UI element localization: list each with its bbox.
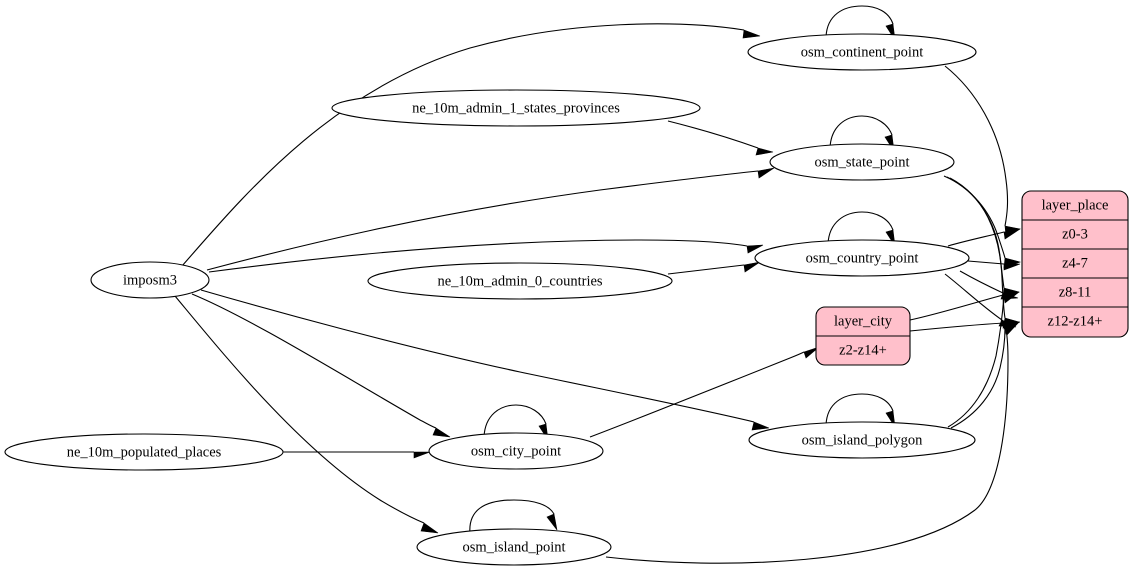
edge-imposm3-to-osm_state_point bbox=[206, 167, 775, 271]
edge-ne_countries-to-osm_country_point bbox=[667, 261, 761, 275]
node-ne_10m_admin_1_states_provinces[interactable]: ne_10m_admin_1_states_provinces bbox=[331, 89, 701, 127]
self-loop-osm_island_point bbox=[469, 499, 558, 535]
edge-layer bbox=[174, 5, 1021, 564]
node-ne_10m_populated_places[interactable]: ne_10m_populated_places bbox=[4, 433, 284, 471]
node-ne_10m_admin_0_countries[interactable]: ne_10m_admin_0_countries bbox=[367, 262, 673, 300]
node-osm_state_point[interactable]: osm_state_point bbox=[769, 143, 955, 181]
node-osm_island_point[interactable]: osm_island_point bbox=[416, 528, 612, 566]
edge-layer_city-to-layer_place-z12-z14 bbox=[909, 321, 1021, 332]
node-imposm3[interactable]: imposm3 bbox=[90, 261, 210, 299]
edge-osm_country_point-to-layer_place-z0-3 bbox=[947, 228, 1021, 247]
edge-osm_island_polygon-to-layer_place-z12-z14 bbox=[950, 321, 1020, 429]
edge-layer_city-to-layer_place-z8-11 bbox=[909, 291, 1020, 321]
node-osm_island_polygon[interactable]: osm_island_polygon bbox=[748, 421, 976, 459]
edge-imposm3-to-osm_island_point bbox=[174, 295, 439, 534]
node-layer: imposm3 ne_10m_admin_1_states_provinces … bbox=[4, 33, 1129, 566]
record-node-layer_city[interactable]: layer_city z2-z14+ bbox=[815, 306, 911, 366]
record-node-layer_place[interactable]: layer_place z0-3 z4-7 z8-11 z12-z14+ bbox=[1021, 190, 1129, 338]
edge-osm_country_point-to-layer_place-z4-7 bbox=[967, 260, 1021, 271]
edge-imposm3-to-osm_country_point bbox=[208, 239, 764, 273]
node-osm_country_point[interactable]: osm_country_point bbox=[754, 239, 970, 277]
edge-ne_populated-to-osm_city_point bbox=[283, 451, 431, 459]
edge-osm_city_point-to-layer_city bbox=[589, 346, 820, 438]
node-osm_continent_point[interactable]: osm_continent_point bbox=[747, 33, 977, 71]
edge-imposm3-to-osm_continent_point bbox=[181, 23, 761, 267]
edge-imposm3-to-osm_island_polygon bbox=[200, 289, 770, 431]
edge-imposm3-to-osm_city_point bbox=[191, 293, 451, 438]
edge-ne_states-to-osm_state_point bbox=[667, 120, 774, 156]
edge-osm_continent_point-to-layer_place-z0-3 bbox=[944, 65, 1021, 237]
node-osm_city_point[interactable]: osm_city_point bbox=[428, 432, 604, 470]
